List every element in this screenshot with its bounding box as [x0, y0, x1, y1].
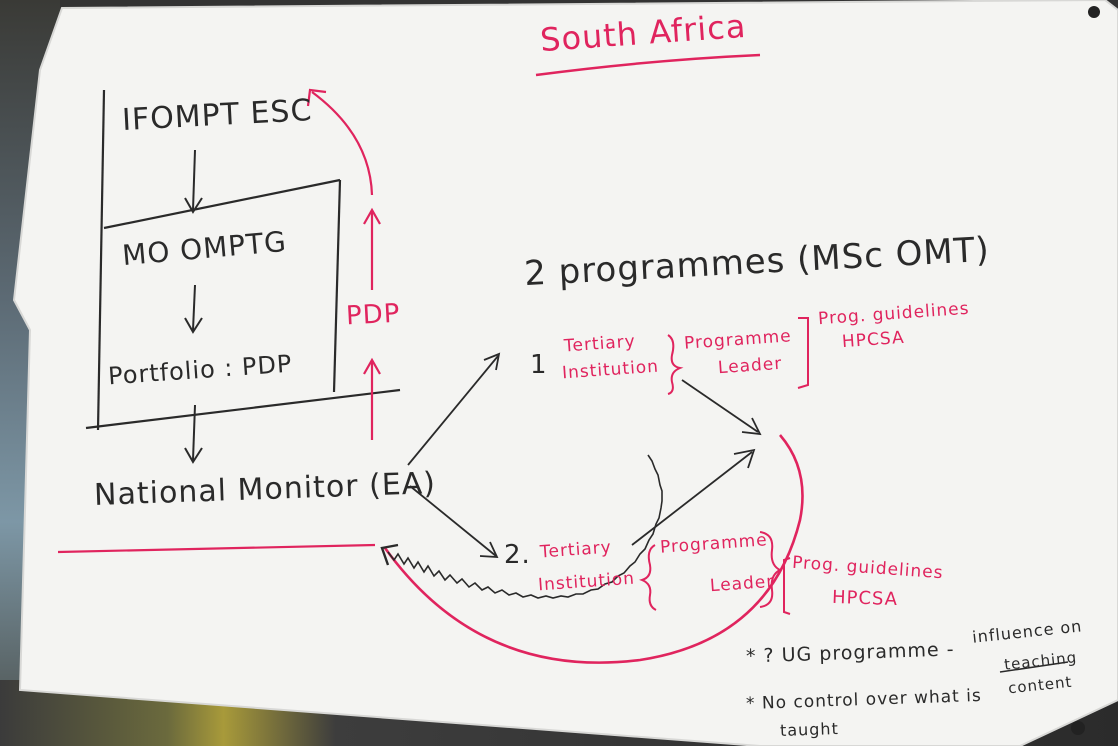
box-bottom-line — [85, 388, 401, 430]
arrow-monitor-to-prog1 — [407, 352, 501, 466]
brace-row1-b — [797, 317, 809, 389]
arrow-omptg-to-portfolio — [184, 284, 203, 334]
arrow-prog1-to-circle — [681, 379, 762, 436]
row2-number: 2. — [504, 540, 531, 570]
loop-arrowhead — [380, 543, 399, 566]
note-taught: taught — [779, 718, 840, 741]
red-arrow-up-mid — [363, 207, 381, 290]
red-arrow-up-bottom — [363, 357, 381, 440]
row1-number: 1 — [530, 350, 548, 380]
red-underline-monitor — [57, 543, 376, 554]
feedback-loop-zigzag — [387, 454, 663, 599]
brace-row2-a — [638, 544, 657, 611]
box-top-line — [103, 178, 341, 230]
arrow-prog2-to-circle — [631, 448, 756, 546]
title-underline — [535, 53, 761, 77]
pin-top-right — [1088, 6, 1100, 18]
red-arrow-curve-to-esc — [306, 88, 374, 196]
arrow-portfolio-to-monitor — [184, 404, 203, 464]
arrow-monitor-to-prog2 — [409, 485, 499, 558]
left-vertical-line — [96, 89, 106, 431]
paper-sheet — [14, 0, 1118, 746]
pin-bottom-right — [1071, 721, 1085, 735]
pdp-label: PDP — [345, 298, 402, 332]
arrow-esc-to-omptg — [184, 149, 203, 214]
box-right-line — [332, 179, 342, 393]
crossed-out-line — [999, 661, 1069, 673]
brace-row1-a — [667, 334, 684, 395]
feedback-loop-red — [383, 434, 804, 664]
row2-guidelines-2: HPCSA — [831, 586, 899, 611]
